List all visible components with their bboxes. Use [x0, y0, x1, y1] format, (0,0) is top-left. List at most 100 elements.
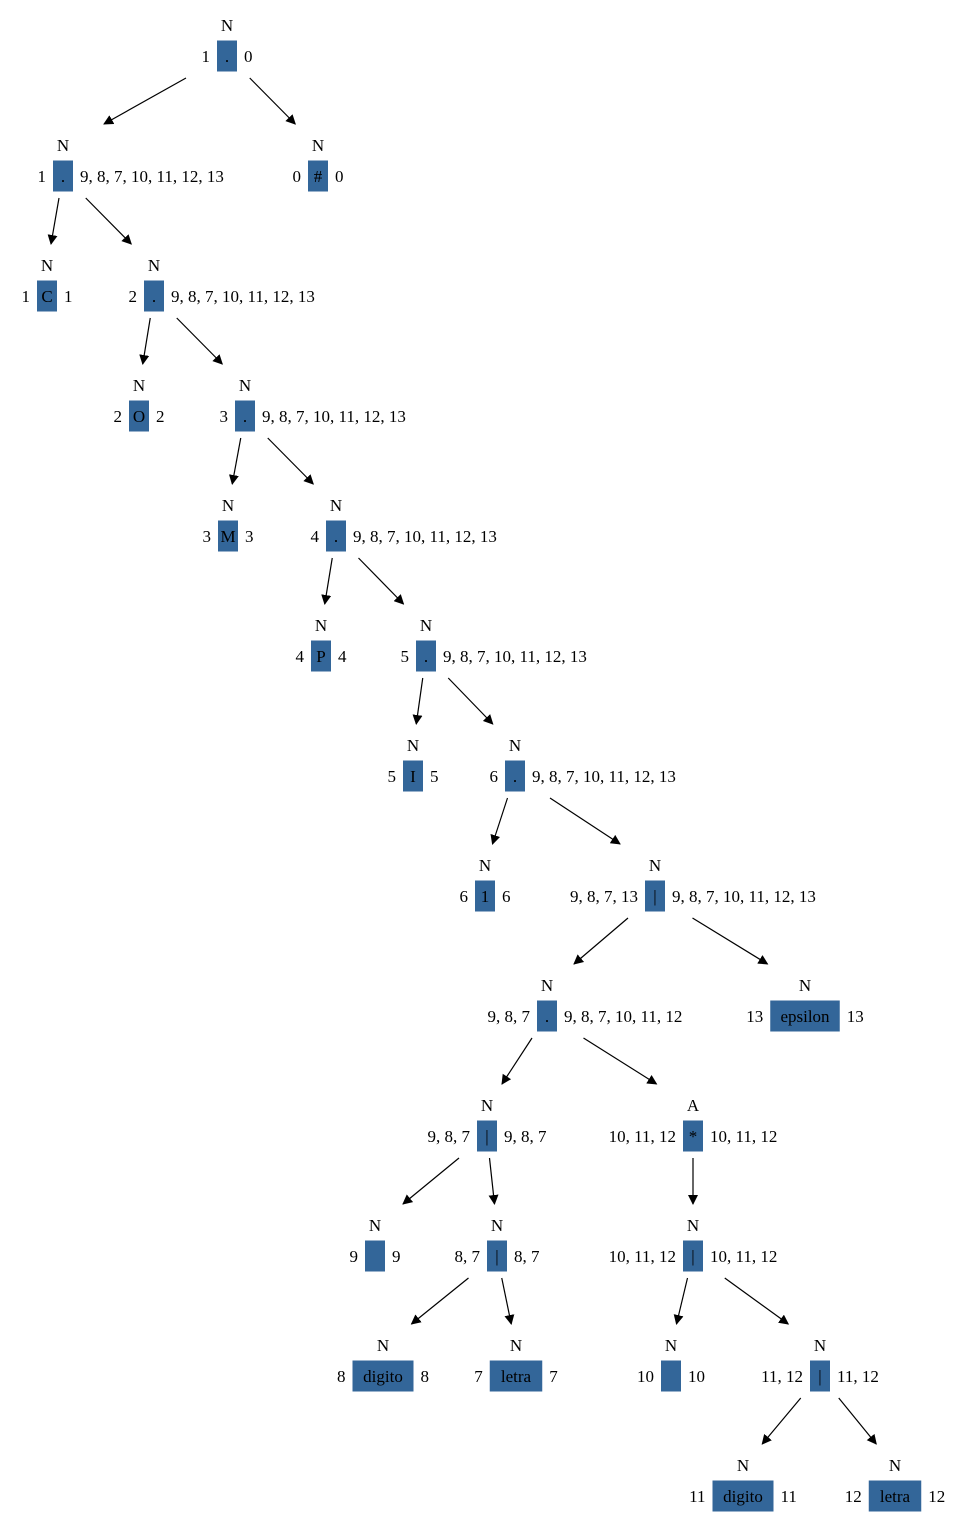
nullable-label: N — [239, 376, 251, 395]
operator-box — [489, 1360, 543, 1392]
operator-box — [416, 640, 436, 672]
tree-edge — [838, 1397, 877, 1445]
tree-edge — [488, 1157, 499, 1205]
tree-edge — [267, 437, 314, 485]
nullable-label: N — [481, 1096, 493, 1115]
operator-box — [645, 880, 665, 912]
lastpos-label: 9, 8, 7 — [504, 1127, 547, 1146]
tree-edge — [47, 197, 60, 245]
operator-symbol: . — [545, 1007, 549, 1026]
firstpos-label: 2 — [114, 407, 123, 426]
lastpos-label: 2 — [156, 407, 165, 426]
operator-box — [217, 40, 237, 72]
operator-symbol: digito — [363, 1367, 403, 1386]
firstpos-label: 1 — [22, 287, 31, 306]
operator-symbol: . — [243, 407, 247, 426]
operator-box — [477, 1120, 497, 1152]
firstpos-label: 10, 11, 12 — [609, 1247, 676, 1266]
operator-symbol: epsilon — [780, 1007, 830, 1026]
nullable-label: N — [799, 976, 811, 995]
operator-box — [403, 760, 423, 792]
operator-symbol: letra — [501, 1367, 532, 1386]
operator-box — [505, 760, 525, 792]
tree-edge — [573, 917, 629, 965]
tree-edge — [549, 797, 621, 845]
nullable-label: N — [491, 1216, 503, 1235]
firstpos-label: 13 — [746, 1007, 763, 1026]
lastpos-label: 11, 12 — [837, 1367, 879, 1386]
lastpos-label: 10, 11, 12 — [710, 1247, 777, 1266]
lastpos-label: 0 — [335, 167, 344, 186]
nullable-label: N — [510, 1336, 522, 1355]
lastpos-label: 3 — [245, 527, 254, 546]
nullable-label: N — [330, 496, 342, 515]
operator-symbol: M — [220, 527, 235, 546]
nullable-label: N — [222, 496, 234, 515]
firstpos-label: 10, 11, 12 — [609, 1127, 676, 1146]
tree-edge — [692, 917, 769, 965]
nullable-label: N — [814, 1336, 826, 1355]
tree-edge — [103, 77, 187, 125]
tree-edge — [410, 1277, 469, 1325]
firstpos-label: 10 — [637, 1367, 654, 1386]
firstpos-label: 9, 8, 7 — [428, 1127, 471, 1146]
lastpos-label: 9, 8, 7, 10, 11, 12 — [564, 1007, 682, 1026]
operator-symbol: letra — [880, 1487, 911, 1506]
operator-symbol: | — [653, 887, 656, 906]
firstpos-label: 4 — [311, 527, 320, 546]
nullable-label: N — [221, 16, 233, 35]
tree-node: N. 4 9, 8, 7, 10, 11, 12, 13 — [311, 496, 497, 552]
firstpos-label: 3 — [203, 527, 212, 546]
firstpos-label: 4 — [296, 647, 305, 666]
operator-box — [487, 1240, 507, 1272]
operator-box — [683, 1120, 703, 1152]
nullable-label: N — [420, 616, 432, 635]
lastpos-label: 6 — [502, 887, 511, 906]
operator-symbol: digito — [723, 1487, 763, 1506]
operator-box — [235, 400, 255, 432]
tree-edge — [761, 1397, 802, 1445]
operator-box — [308, 160, 328, 192]
lastpos-label: 9, 8, 7, 10, 11, 12, 13 — [171, 287, 315, 306]
operator-box — [661, 1360, 681, 1392]
operator-symbol: | — [691, 1247, 694, 1266]
operator-symbol: . — [334, 527, 338, 546]
nullable-label: N — [377, 1336, 389, 1355]
tree-edge — [583, 1037, 658, 1085]
lastpos-label: 9, 8, 7, 10, 11, 12, 13 — [353, 527, 497, 546]
operator-symbol: O — [133, 407, 145, 426]
operator-symbol: P — [316, 647, 325, 666]
operator-box — [770, 1000, 840, 1032]
tree-edge — [249, 77, 296, 125]
nullable-label: N — [889, 1456, 901, 1475]
tree-edge — [501, 1037, 533, 1085]
nullable-label: N — [315, 616, 327, 635]
operator-symbol: . — [225, 47, 229, 66]
operator-box — [868, 1480, 922, 1512]
tree-edge — [412, 677, 424, 725]
nullable-label: N — [41, 256, 53, 275]
tree-edge — [358, 557, 405, 605]
operator-box — [537, 1000, 557, 1032]
operator-symbol: * — [689, 1127, 698, 1146]
edges-layer — [47, 77, 877, 1445]
operator-box — [712, 1480, 774, 1512]
lastpos-label: 5 — [430, 767, 439, 786]
lastpos-label: 9, 8, 7, 10, 11, 12, 13 — [80, 167, 224, 186]
operator-box — [311, 640, 331, 672]
